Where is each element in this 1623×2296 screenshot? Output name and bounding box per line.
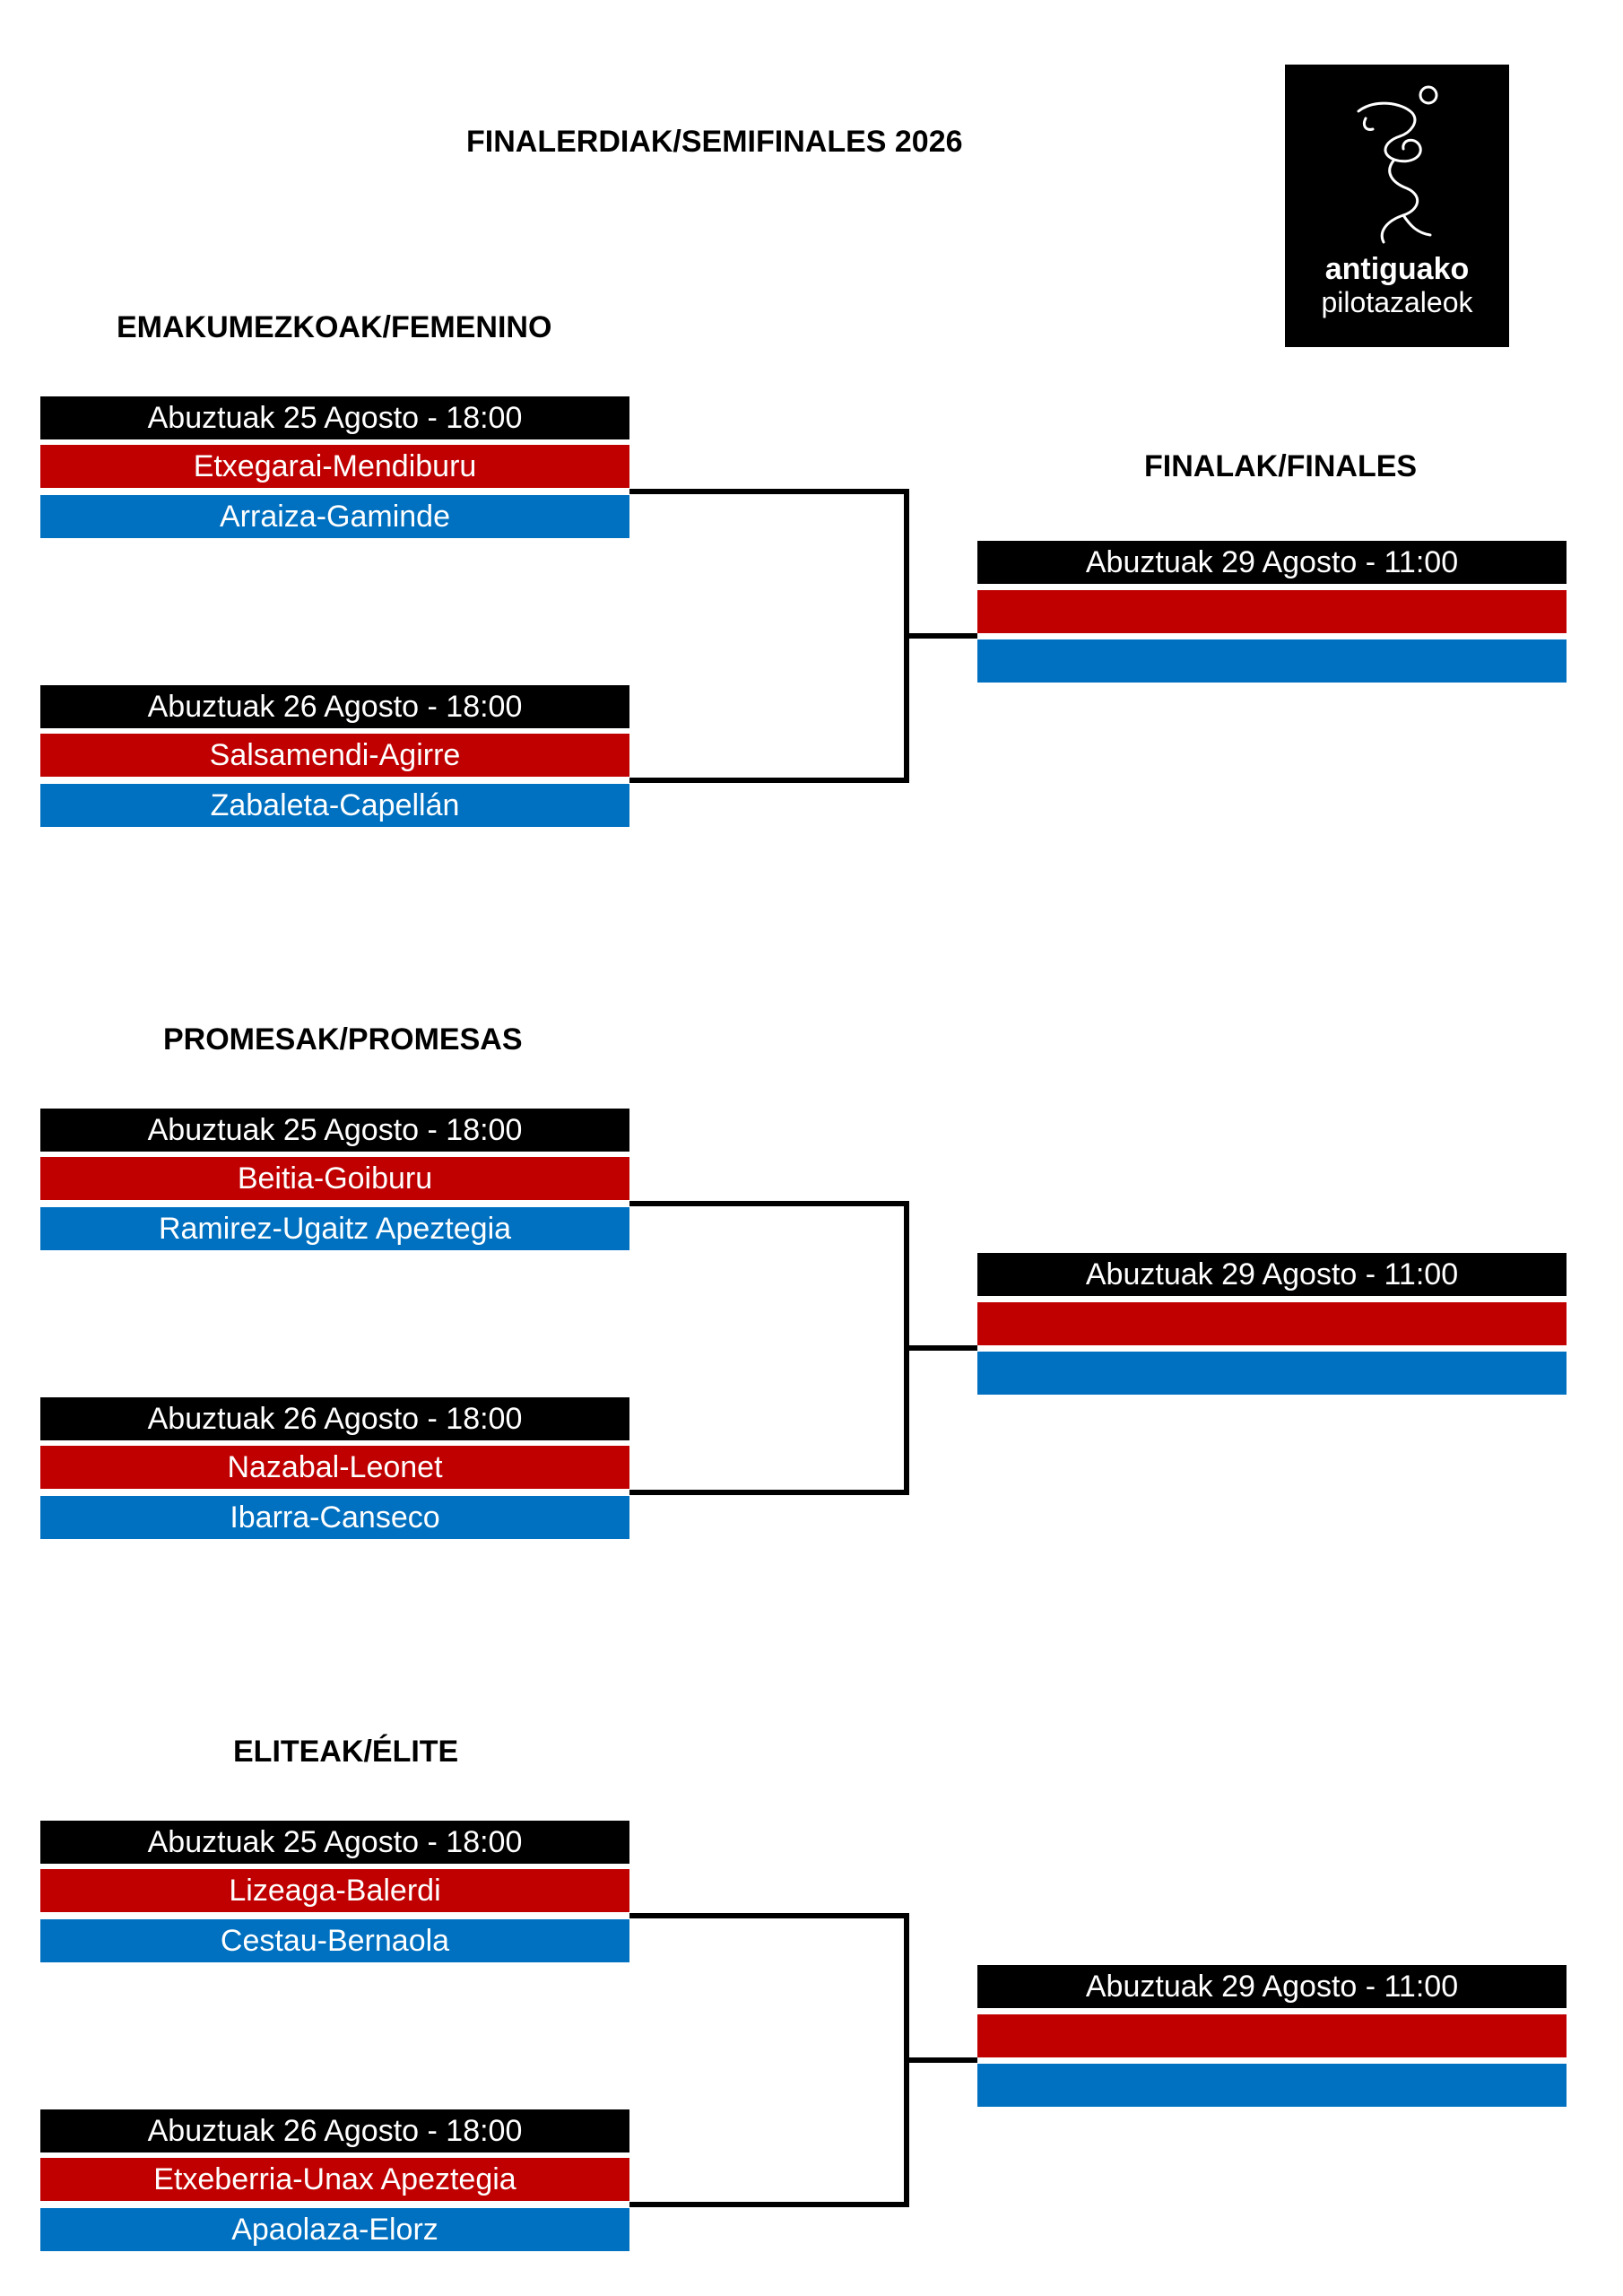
antiguako-logo: antiguako pilotazaleok [1285, 65, 1509, 347]
match-date-bar: Abuztuak 25 Agosto - 18:00 [40, 396, 629, 439]
team-red-bar: Beitia-Goiburu [40, 1157, 629, 1200]
logo-text-primary: antiguako [1324, 252, 1470, 286]
category-title: PROMESAK/PROMESAS [163, 1022, 523, 1057]
match-date-bar: Abuztuak 25 Agosto - 18:00 [40, 1109, 629, 1152]
final-team-blue-bar [977, 2064, 1567, 2107]
team-blue-bar: Cestau-Bernaola [40, 1919, 629, 1962]
final-date-bar: Abuztuak 29 Agosto - 11:00 [977, 1253, 1567, 1296]
bracket-connector [629, 778, 909, 783]
bracket-connector [629, 1913, 909, 1918]
category-title: EMAKUMEZKOAK/FEMENINO [117, 310, 552, 344]
bracket-connector [629, 1201, 909, 1206]
bracket-connector [629, 489, 909, 494]
team-red-bar: Salsamendi-Agirre [40, 734, 629, 777]
final-team-red-bar [977, 590, 1567, 633]
final-date-bar: Abuztuak 29 Agosto - 11:00 [977, 541, 1567, 584]
bracket-connector [629, 2202, 909, 2207]
final-date-bar: Abuztuak 29 Agosto - 11:00 [977, 1965, 1567, 2008]
team-red-bar: Etxegarai-Mendiburu [40, 445, 629, 488]
pelotari-icon [1357, 85, 1438, 244]
team-blue-bar: Ramirez-Ugaitz Apeztegia [40, 1207, 629, 1250]
final-team-blue-bar [977, 639, 1567, 683]
team-blue-bar: Apaolaza-Elorz [40, 2208, 629, 2251]
finals-title: FINALAK/FINALES [1144, 449, 1418, 483]
bracket-connector [904, 633, 977, 639]
team-blue-bar: Ibarra-Canseco [40, 1496, 629, 1539]
final-team-red-bar [977, 1302, 1567, 1345]
page-title: FINALERDIAK/SEMIFINALES 2026 [466, 125, 963, 159]
team-red-bar: Nazabal-Leonet [40, 1446, 629, 1489]
bracket-connector [629, 1490, 909, 1495]
logo-text-secondary: pilotazaleok [1321, 286, 1473, 318]
match-date-bar: Abuztuak 26 Agosto - 18:00 [40, 2109, 629, 2152]
match-date-bar: Abuztuak 25 Agosto - 18:00 [40, 1821, 629, 1864]
final-team-red-bar [977, 2014, 1567, 2057]
bracket-connector [904, 2057, 977, 2063]
match-date-bar: Abuztuak 26 Agosto - 18:00 [40, 685, 629, 728]
bracket-connector [904, 1345, 977, 1351]
team-red-bar: Lizeaga-Balerdi [40, 1869, 629, 1912]
category-title: ELITEAK/ÉLITE [233, 1735, 459, 1769]
final-team-blue-bar [977, 1352, 1567, 1395]
team-blue-bar: Zabaleta-Capellán [40, 784, 629, 827]
team-blue-bar: Arraiza-Gaminde [40, 495, 629, 538]
team-red-bar: Etxeberria-Unax Apeztegia [40, 2158, 629, 2201]
match-date-bar: Abuztuak 26 Agosto - 18:00 [40, 1397, 629, 1440]
